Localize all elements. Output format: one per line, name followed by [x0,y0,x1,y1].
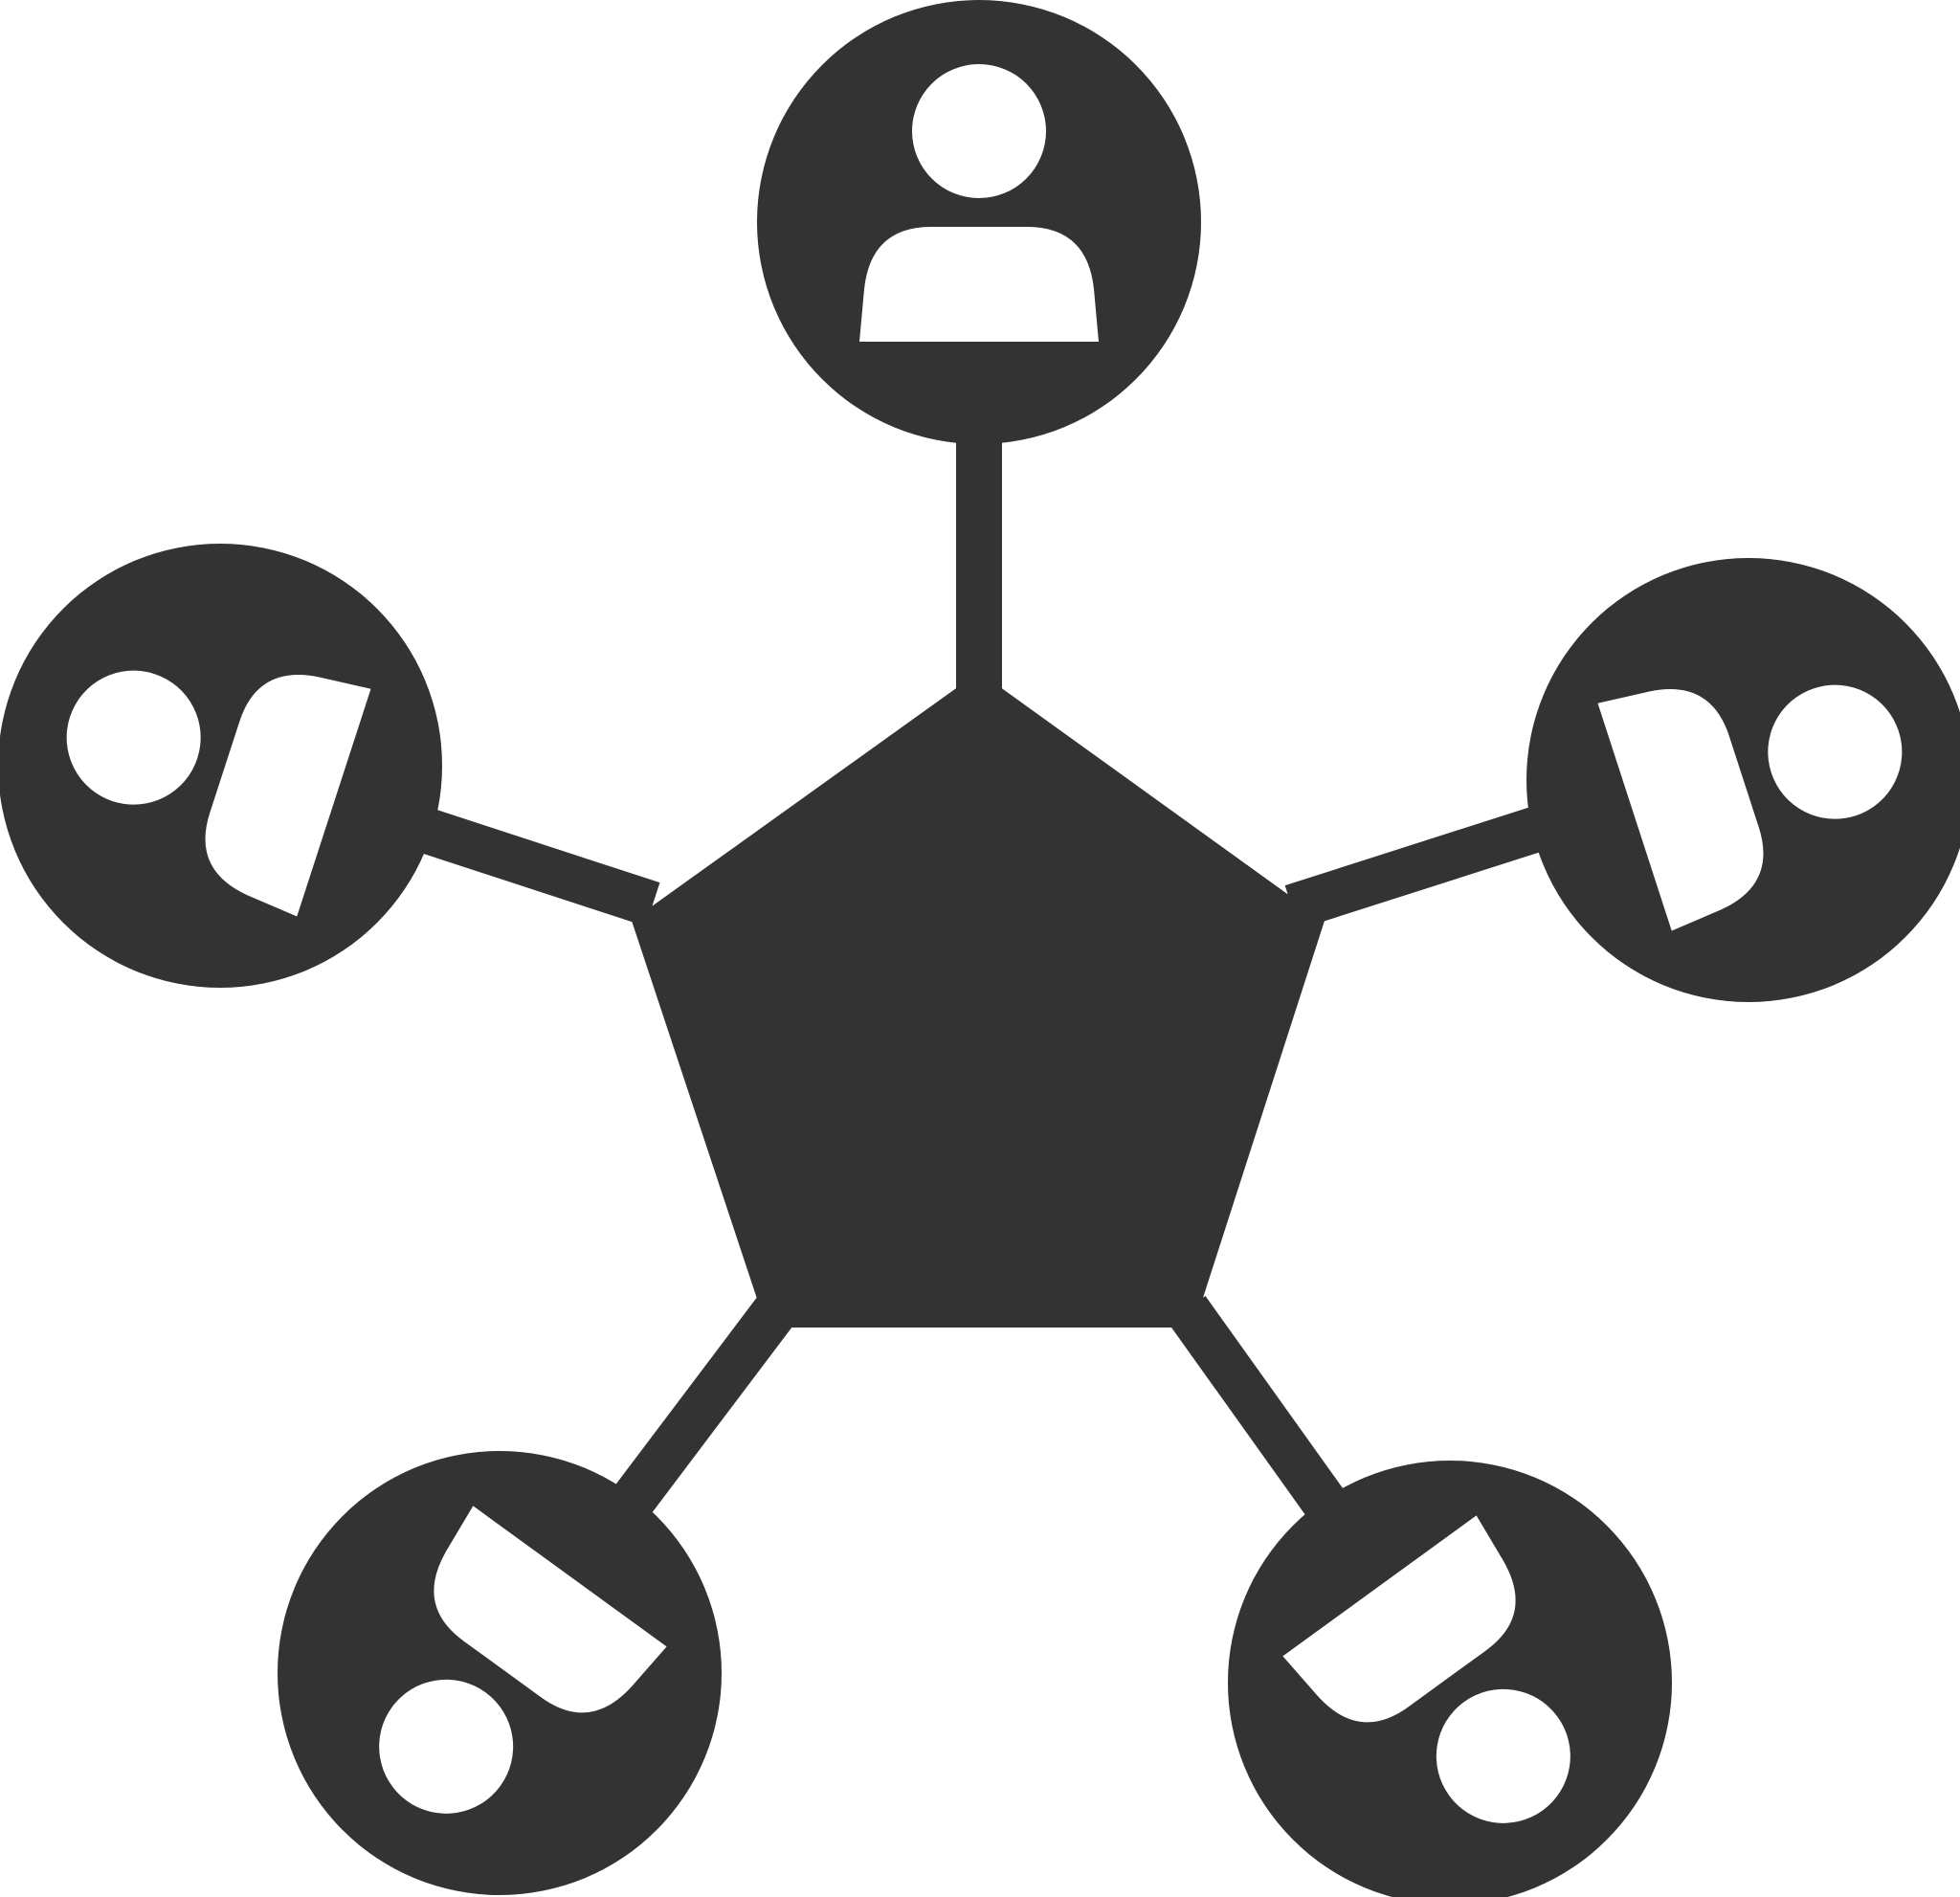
connector-upper-left [402,803,660,926]
node-circle [278,1451,722,1895]
member-node-lower-right [1228,1461,1672,1897]
member-node-upper-left [0,544,442,988]
member-node-top [757,0,1201,444]
connector-upper-right [1284,793,1587,929]
member-node-lower-left [278,1451,722,1895]
connector-lower-right [1168,1296,1359,1537]
member-node-upper-right [1526,558,1960,1002]
node-circle [0,544,442,988]
hub-pentagon [632,672,1325,1328]
node-circle [1228,1461,1672,1897]
